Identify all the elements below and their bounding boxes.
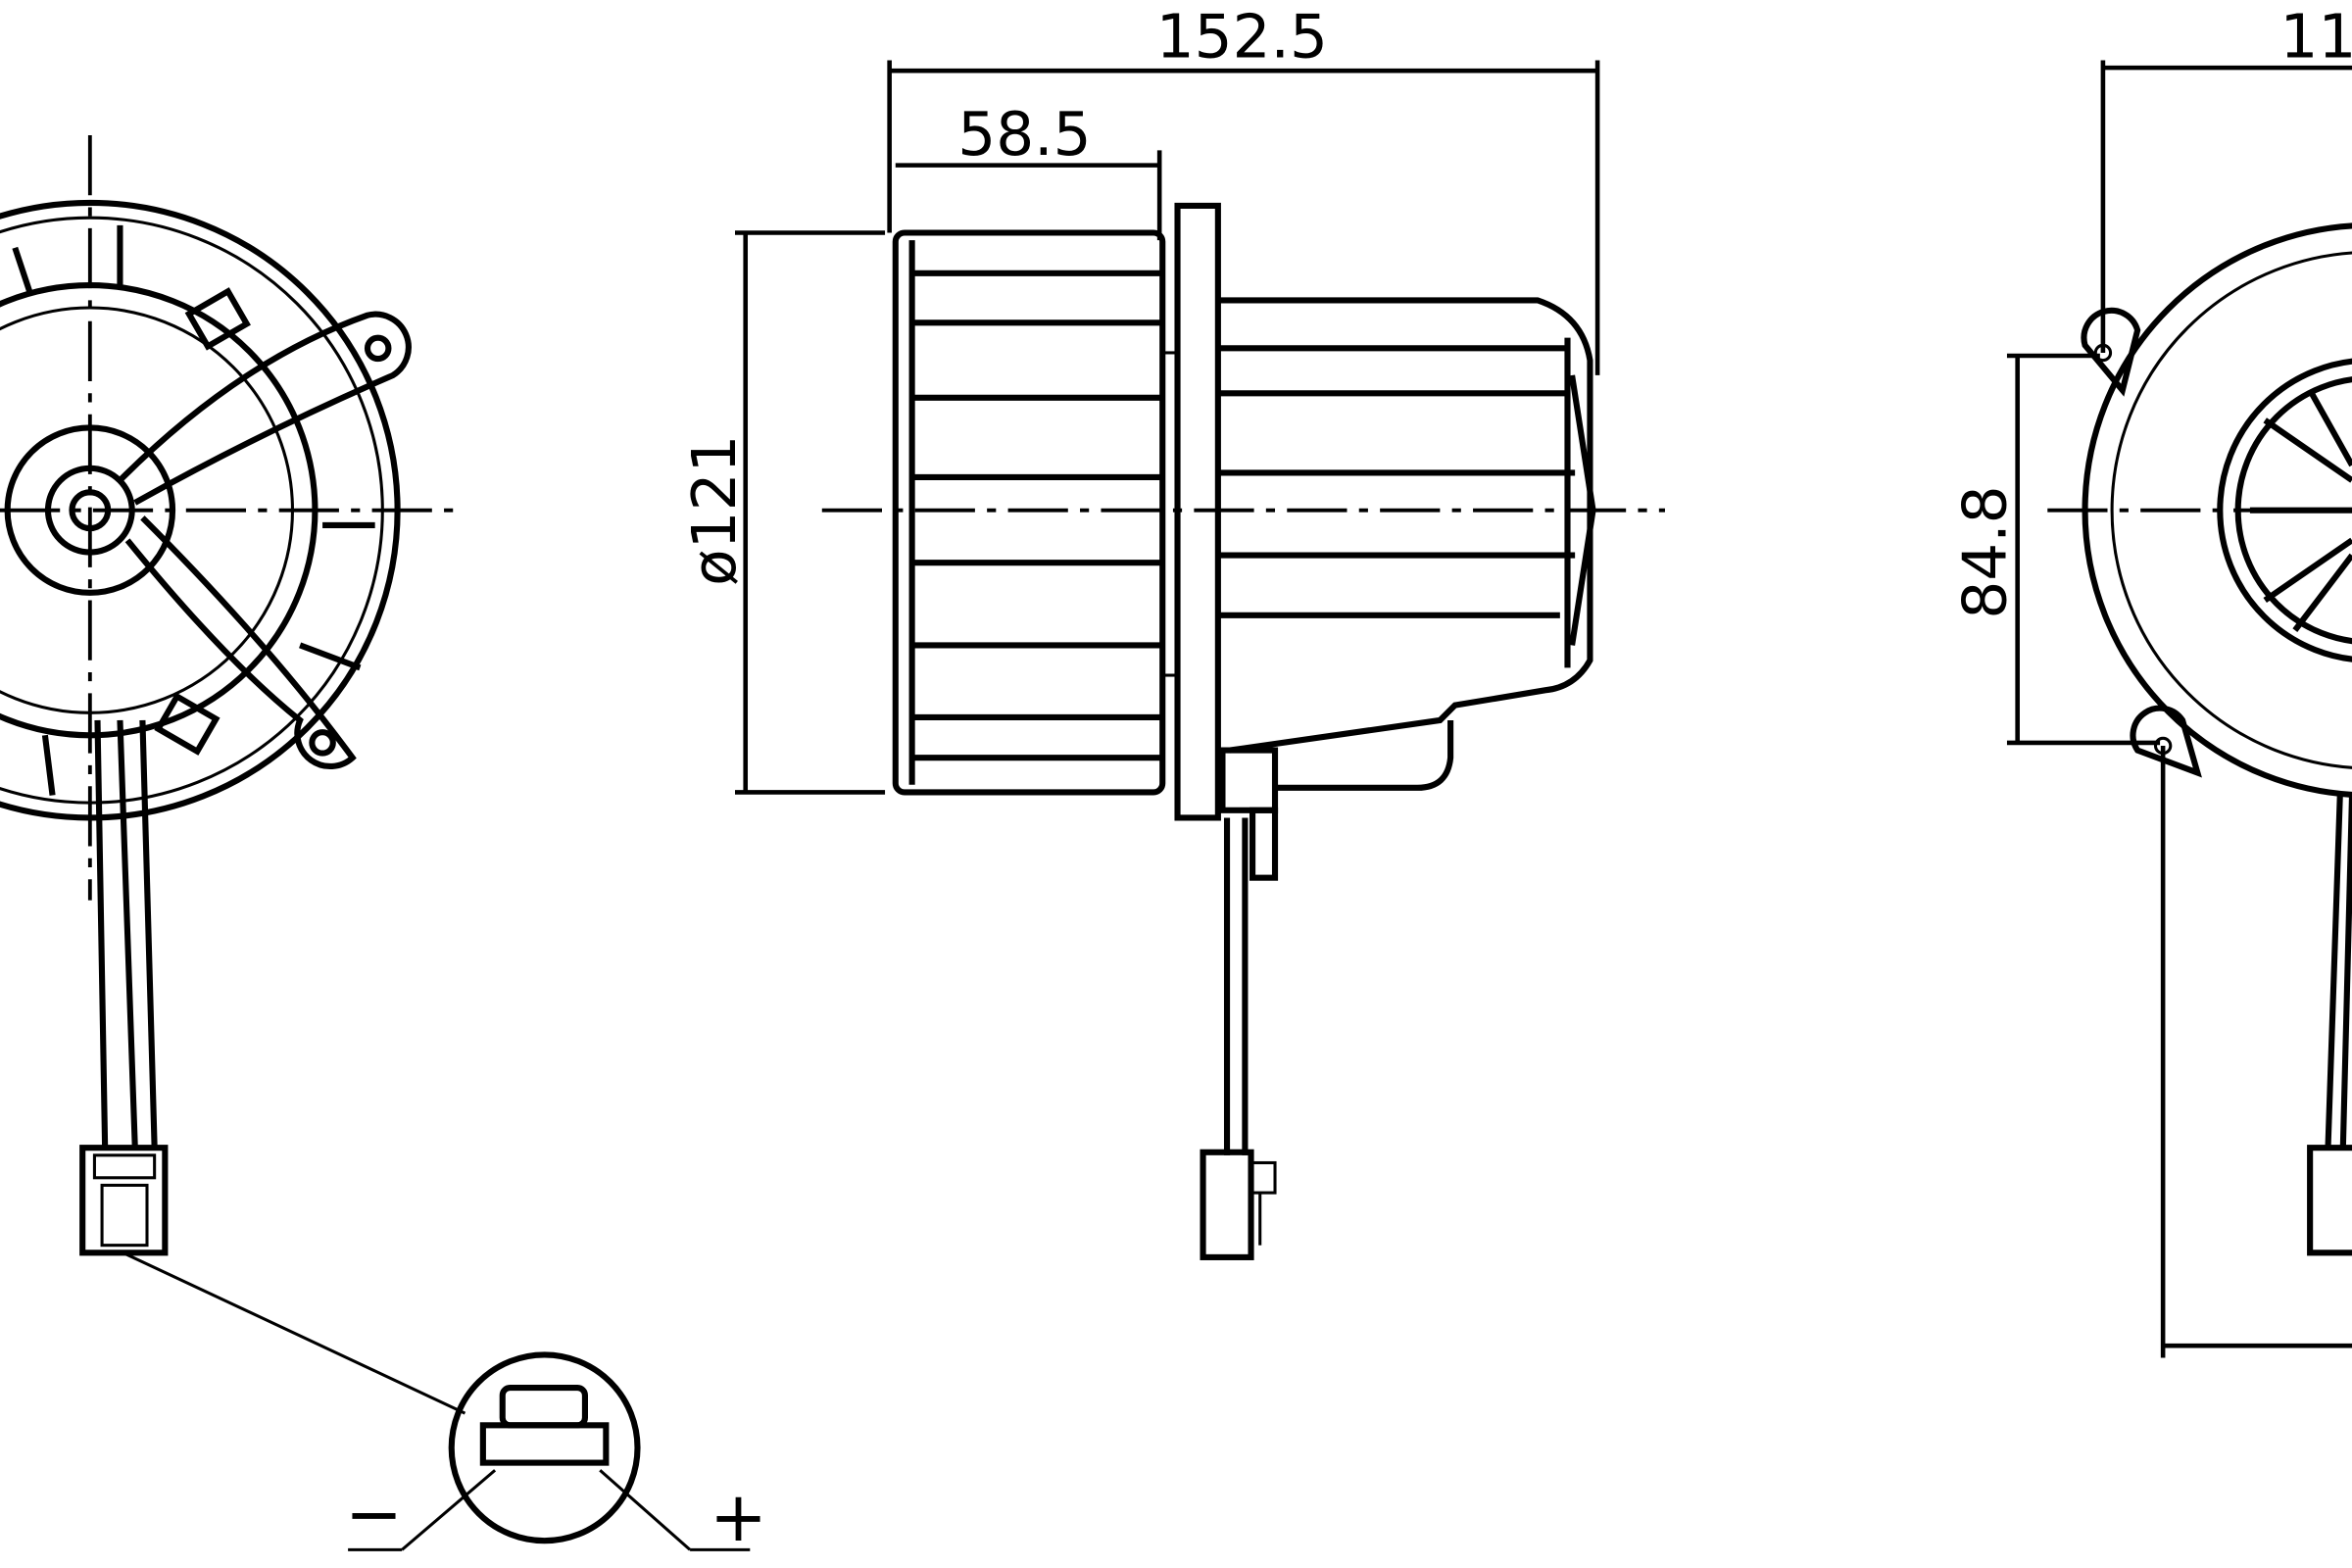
wheel-length-label: 58.5	[957, 100, 1091, 170]
rear-mount-ears	[2081, 307, 2202, 778]
side-view: 152.5 58.5 ø121	[680, 2, 1665, 1260]
dimension-mount-spacing	[2006, 353, 2161, 746]
wheel-circle	[0, 282, 318, 739]
side-connector	[1200, 1149, 1277, 1260]
wire-harness	[94, 719, 158, 1149]
rear-housing	[2082, 222, 2352, 798]
housing-outer-circle	[0, 199, 401, 821]
vane-ribs	[12, 224, 375, 796]
dimension-overall-length	[887, 60, 1600, 375]
hub-circle	[4, 424, 176, 596]
top-width-label: 11	[2280, 2, 2352, 72]
side-connector-housing	[1219, 747, 1279, 881]
shaft	[69, 489, 112, 532]
terminal-minus-label: −	[345, 1474, 403, 1554]
rear-view: 11 84.8	[1950, 2, 2352, 1358]
terminal-plus-label: +	[710, 1477, 767, 1557]
terminal-detail	[348, 1351, 751, 1551]
overall-length-label: 152.5	[1156, 2, 1328, 72]
mounting-flange	[1162, 202, 1221, 821]
rear-wire	[2325, 795, 2352, 1149]
dimension-diameter	[735, 230, 886, 795]
dimension-wheel-length	[895, 150, 1162, 241]
clip-lower	[154, 692, 220, 756]
mounting-arm-upper	[118, 311, 412, 506]
mount-spacing-label: 84.8	[1950, 485, 2020, 618]
housing-rim	[0, 216, 384, 805]
dimension-bottom	[2160, 745, 2352, 1358]
side-wire	[1223, 817, 1249, 1155]
front-view: − +	[0, 135, 767, 1557]
shaft-boss	[44, 465, 135, 556]
diameter-label: ø121	[680, 435, 750, 586]
clip-upper	[184, 287, 251, 351]
dimension-top-width	[2100, 60, 2352, 353]
mounting-arm-lower	[124, 515, 357, 770]
motor-body	[1217, 297, 1596, 791]
wheel-inner-circle	[0, 306, 294, 714]
connector	[79, 1145, 169, 1256]
detail-leader-line	[122, 1250, 466, 1415]
rear-connector	[2307, 1145, 2352, 1256]
fan-wheel-body	[892, 229, 1166, 796]
